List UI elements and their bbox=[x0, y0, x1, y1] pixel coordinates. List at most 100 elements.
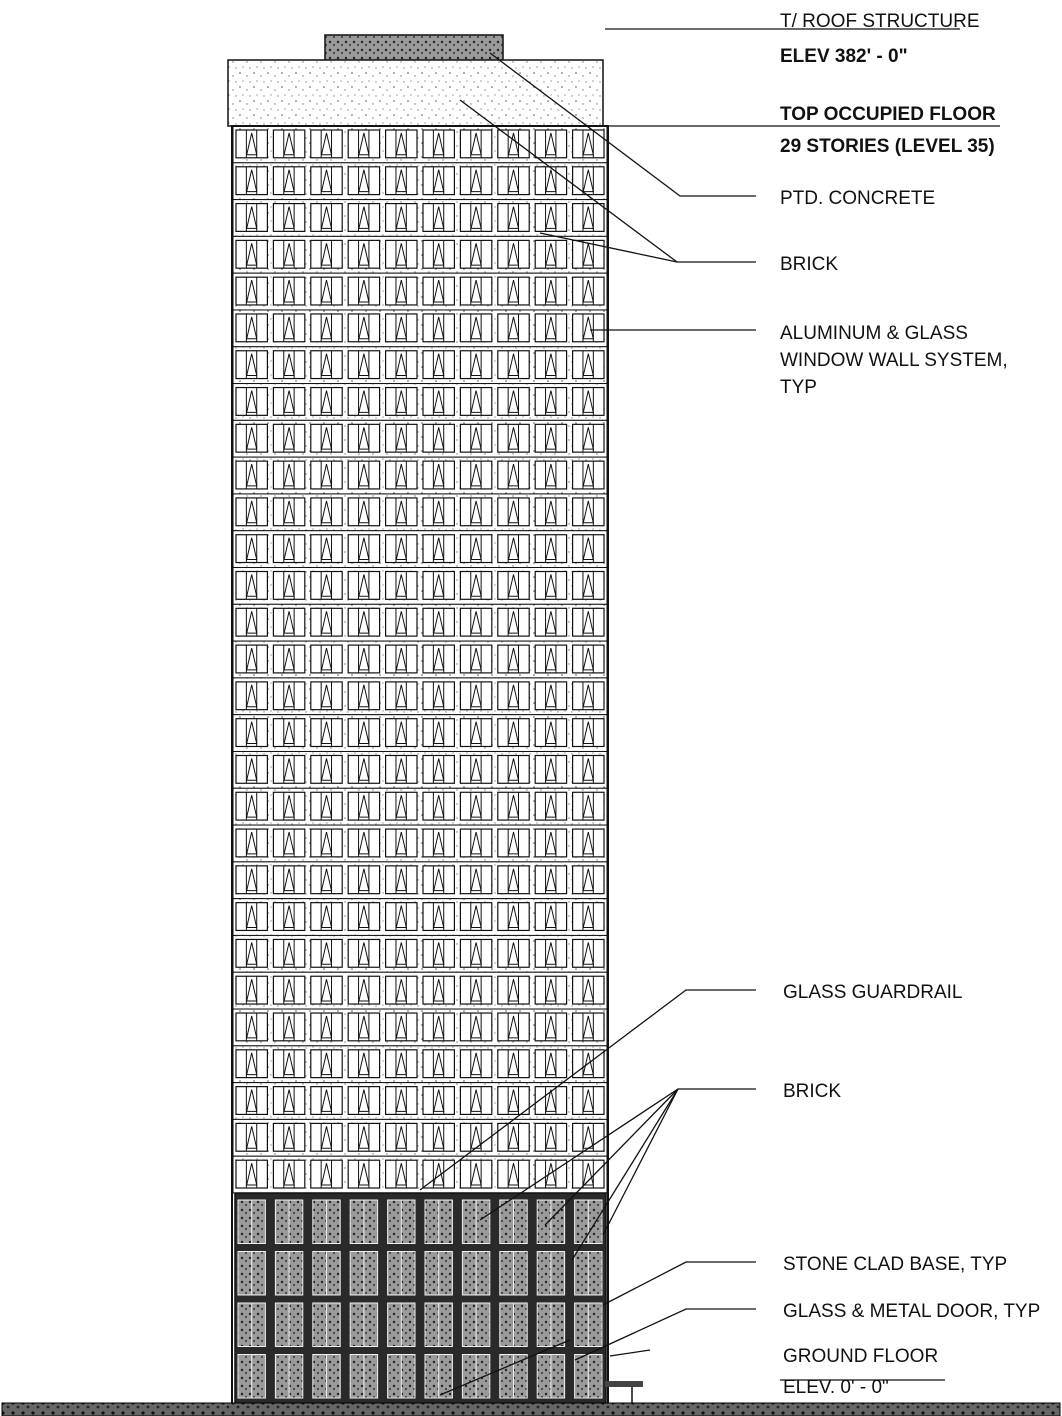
window-panel bbox=[347, 975, 381, 1005]
window-panel bbox=[385, 1122, 418, 1152]
window-panel bbox=[385, 754, 418, 784]
base-window bbox=[499, 1251, 528, 1296]
base-window bbox=[274, 1354, 304, 1399]
window-panel bbox=[310, 828, 343, 858]
window-panel bbox=[347, 1159, 381, 1189]
window-panel bbox=[235, 1086, 268, 1116]
window-panel bbox=[385, 681, 418, 711]
window-panel bbox=[571, 754, 605, 784]
window-panel bbox=[534, 1159, 568, 1189]
window-panel bbox=[534, 239, 568, 269]
window-panel bbox=[534, 423, 568, 453]
window-panel bbox=[534, 607, 568, 637]
floor-row bbox=[232, 1045, 608, 1084]
window-panel bbox=[497, 828, 530, 858]
window-panel bbox=[534, 129, 568, 159]
window-panel bbox=[347, 313, 381, 343]
window-panel bbox=[235, 791, 268, 821]
window-panel bbox=[310, 681, 343, 711]
base-window bbox=[387, 1354, 416, 1399]
window-panel bbox=[310, 534, 343, 564]
window-panel bbox=[310, 1159, 343, 1189]
floor-row bbox=[232, 383, 608, 421]
window-panel bbox=[310, 1122, 343, 1152]
window-panel bbox=[459, 902, 493, 932]
window-panel bbox=[235, 497, 268, 527]
window-panel bbox=[235, 276, 268, 306]
window-panel bbox=[497, 166, 530, 196]
window-panel bbox=[497, 129, 530, 159]
window-panel bbox=[310, 902, 343, 932]
window-panel bbox=[385, 202, 418, 232]
window-panel bbox=[235, 460, 268, 490]
base-window bbox=[237, 1354, 266, 1399]
label-ground-floor: GROUND FLOOR bbox=[783, 1346, 938, 1367]
window-panel bbox=[310, 423, 343, 453]
label-glass-metal-door: GLASS & METAL DOOR, TYP bbox=[783, 1301, 1040, 1322]
base-window bbox=[312, 1199, 341, 1244]
window-panel bbox=[497, 423, 530, 453]
window-panel bbox=[235, 239, 268, 269]
floor-row bbox=[232, 1118, 608, 1157]
label-roof-elevation: ELEV 382' - 0" bbox=[780, 46, 908, 67]
window-panel bbox=[571, 129, 605, 159]
floor-row bbox=[232, 1082, 608, 1120]
base-window bbox=[499, 1199, 528, 1244]
window-panel bbox=[534, 350, 568, 380]
window-panel bbox=[385, 644, 418, 674]
leader-lines bbox=[419, 28, 1000, 1396]
window-panel bbox=[497, 570, 530, 600]
label-brick-upper: BRICK bbox=[780, 254, 838, 275]
base-window bbox=[499, 1302, 528, 1347]
window-panel bbox=[571, 681, 605, 711]
window-panel bbox=[272, 423, 306, 453]
floor-row bbox=[232, 640, 608, 679]
window-panel bbox=[459, 1012, 493, 1042]
window-panel bbox=[422, 202, 455, 232]
roof-structure bbox=[324, 34, 504, 62]
window-panel bbox=[385, 1049, 418, 1079]
floor-row bbox=[232, 235, 608, 274]
base-window bbox=[536, 1302, 566, 1347]
window-panel bbox=[347, 497, 381, 527]
window-panel bbox=[571, 1086, 605, 1116]
window-panel bbox=[272, 1159, 306, 1189]
label-roof-structure: T/ ROOF STRUCTURE bbox=[780, 11, 980, 32]
window-panel bbox=[497, 718, 530, 748]
base-window bbox=[349, 1199, 379, 1244]
window-panel bbox=[497, 1086, 530, 1116]
window-panel bbox=[534, 644, 568, 674]
window-panel bbox=[385, 1159, 418, 1189]
window-panel bbox=[347, 865, 381, 895]
window-panel bbox=[571, 718, 605, 748]
window-panel bbox=[272, 1012, 306, 1042]
window-panel bbox=[272, 607, 306, 637]
base-window bbox=[274, 1251, 304, 1296]
window-panel bbox=[310, 570, 343, 600]
window-panel bbox=[459, 865, 493, 895]
window-panel bbox=[347, 1049, 381, 1079]
window-panel bbox=[347, 166, 381, 196]
window-panel bbox=[459, 1086, 493, 1116]
floor-row bbox=[232, 272, 608, 311]
floor-row bbox=[232, 309, 608, 348]
window-panel bbox=[422, 534, 455, 564]
window-panel bbox=[497, 202, 530, 232]
window-panel bbox=[459, 313, 493, 343]
window-panel bbox=[385, 607, 418, 637]
base-window bbox=[237, 1251, 266, 1296]
window-panel bbox=[272, 681, 306, 711]
base-window bbox=[387, 1251, 416, 1296]
window-panel bbox=[385, 718, 418, 748]
window-panel bbox=[497, 460, 530, 490]
label-window-wall-1: ALUMINUM & GLASS bbox=[780, 323, 968, 344]
window-panel bbox=[422, 423, 455, 453]
window-panel bbox=[310, 129, 343, 159]
window-panel bbox=[534, 718, 568, 748]
floor-row bbox=[232, 162, 608, 201]
base-window bbox=[461, 1199, 491, 1244]
window-panel bbox=[422, 1049, 455, 1079]
window-panel bbox=[385, 129, 418, 159]
base-window bbox=[312, 1302, 341, 1347]
